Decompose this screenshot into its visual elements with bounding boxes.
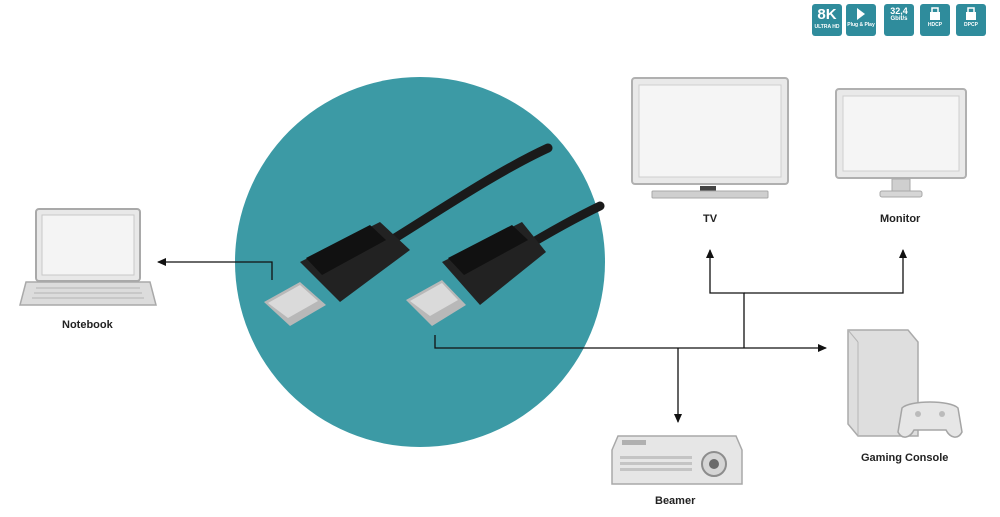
left-connector [264,222,410,326]
monitor-label: Monitor [880,213,921,225]
8k-badge: 8K ULTRA HD [812,4,842,36]
right-connector [406,222,546,326]
dpcp-icon [956,6,986,22]
connection-arrows [157,249,907,423]
notebook-illustration [19,208,157,306]
gaming-console-illustration [847,329,963,438]
tv-illustration [631,77,789,199]
monitor-illustration [835,88,967,198]
beamer-illustration [611,435,743,485]
gaming-console-label: Gaming Console [861,452,949,464]
hdcp-icon [920,6,950,22]
hdcp-badge: HDCP [920,4,950,36]
tv-label: TV [703,213,718,225]
teal-background-circle [235,77,605,447]
plug-play-icon [846,6,876,22]
displayport-cable [264,143,605,326]
plug-play-badge: Plug & Play [846,4,876,36]
beamer-label: Beamer [655,495,696,507]
bandwidth-badge: 32,4 Gbit/s [884,4,914,36]
notebook-label: Notebook [62,319,113,331]
dpcp-badge: DPCP [956,4,986,36]
